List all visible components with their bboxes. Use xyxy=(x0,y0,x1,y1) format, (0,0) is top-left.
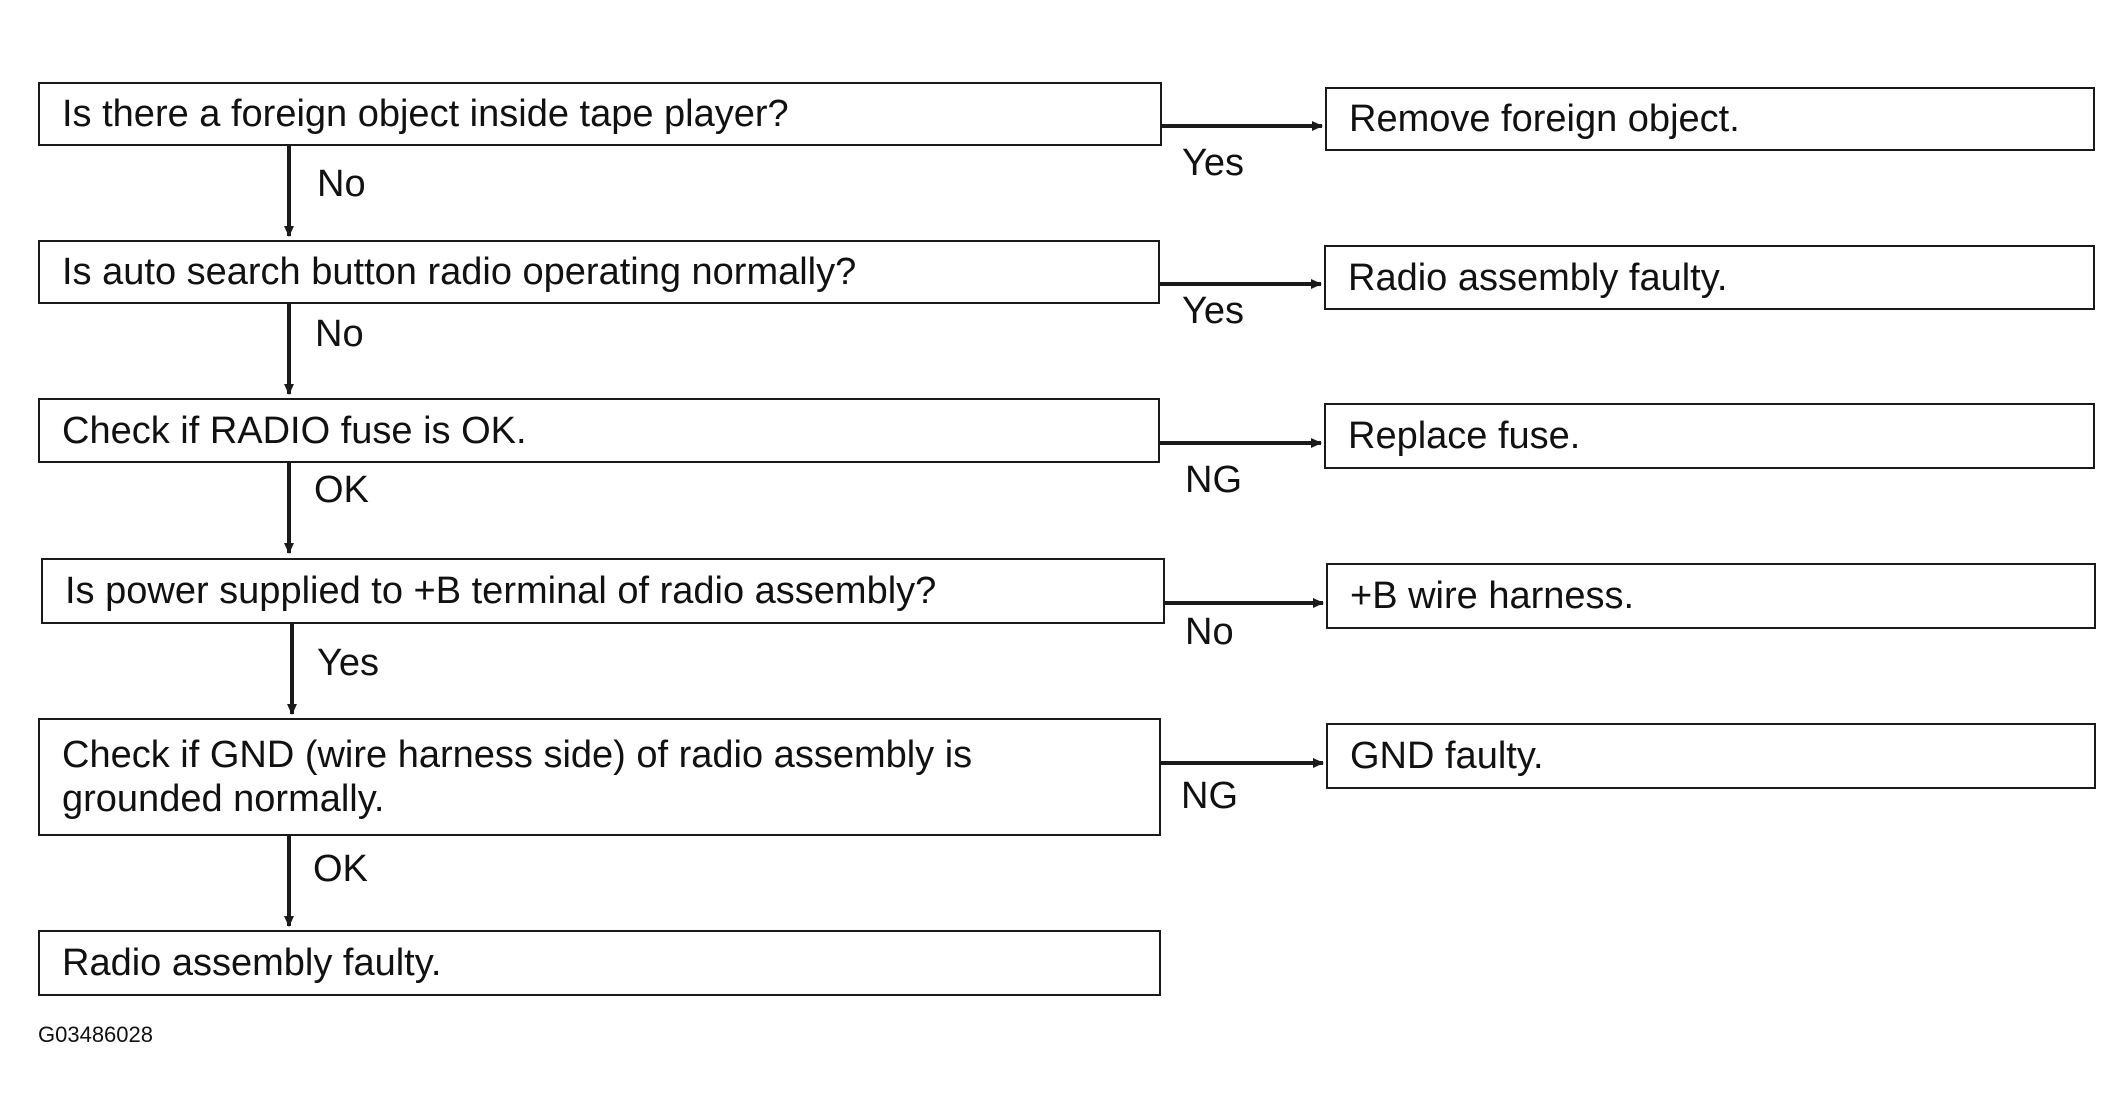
question-box-1: Is there a foreign object inside tape pl… xyxy=(38,82,1162,146)
side-label-5: NG xyxy=(1181,775,1238,817)
question-text-5-line-1: Check if GND (wire harness side) of radi… xyxy=(62,734,973,776)
side-label-3: NG xyxy=(1185,459,1242,501)
result-box-1: Remove foreign object. xyxy=(1325,87,2095,151)
final-result-text: Radio assembly faulty. xyxy=(62,942,442,984)
question-text-3: Check if RADIO fuse is OK. xyxy=(62,409,527,452)
question-box-4: Is power supplied to +B terminal of radi… xyxy=(41,558,1165,624)
figure-code: G03486028 xyxy=(38,1022,153,1047)
question-text-5-line-2: grounded normally. xyxy=(62,778,385,820)
down-label-2: No xyxy=(315,313,364,355)
side-label-1: Yes xyxy=(1182,142,1244,184)
question-box-3: Check if RADIO fuse is OK. xyxy=(38,398,1160,463)
down-label-4: Yes xyxy=(317,642,379,684)
question-text-2: Is auto search button radio operating no… xyxy=(62,251,857,293)
down-label-3: OK xyxy=(314,469,369,511)
result-text-2: Radio assembly faulty. xyxy=(1348,256,1728,299)
result-text-4: +B wire harness. xyxy=(1350,575,1635,617)
result-box-4: +B wire harness. xyxy=(1326,563,2096,629)
result-text-3: Replace fuse. xyxy=(1348,415,1581,457)
question-text-1: Is there a foreign object inside tape pl… xyxy=(62,93,789,135)
question-box-5: Check if GND (wire harness side) of radi… xyxy=(38,718,1161,836)
result-box-5: GND faulty. xyxy=(1326,723,2096,789)
down-label-1: No xyxy=(317,163,366,205)
question-text-5: Check if GND (wire harness side) of radi… xyxy=(62,733,972,821)
result-text-1: Remove foreign object. xyxy=(1349,98,1740,140)
result-box-2: Radio assembly faulty. xyxy=(1324,245,2095,310)
side-label-2: Yes xyxy=(1182,290,1244,332)
question-box-2: Is auto search button radio operating no… xyxy=(38,240,1160,304)
down-label-5: OK xyxy=(313,848,368,890)
final-result-box: Radio assembly faulty. xyxy=(38,930,1161,996)
result-text-5: GND faulty. xyxy=(1350,735,1544,777)
result-box-3: Replace fuse. xyxy=(1324,403,2095,469)
side-label-4: No xyxy=(1185,611,1234,653)
question-text-4: Is power supplied to +B terminal of radi… xyxy=(65,570,937,612)
